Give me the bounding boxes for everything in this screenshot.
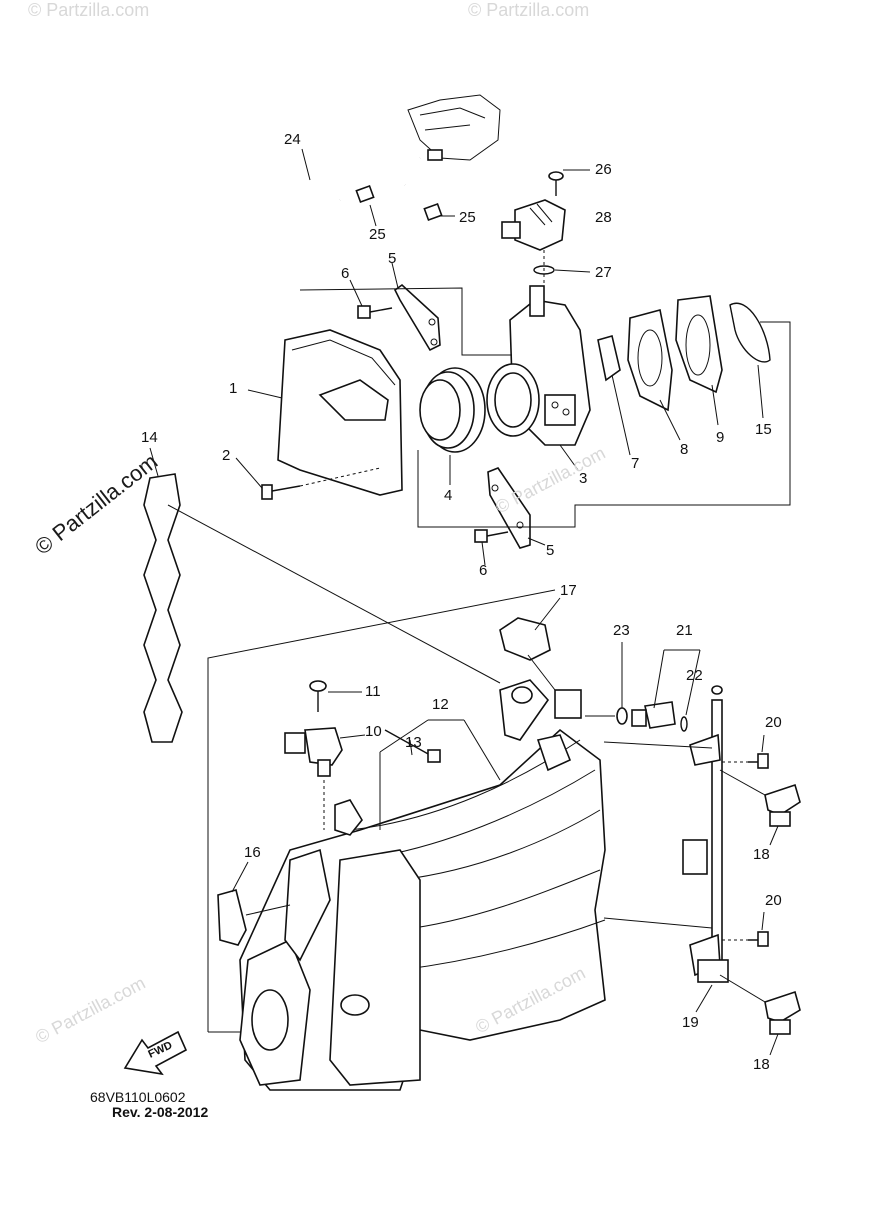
- gasket-16: [217, 861, 291, 946]
- callout-27: 27: [595, 264, 612, 281]
- callout-5-lower: 5: [546, 542, 555, 559]
- sensor-28: [501, 199, 566, 251]
- sensor-10: [284, 727, 366, 830]
- clips-18: [719, 769, 801, 1056]
- upper-assembly-frame: [299, 287, 791, 528]
- callout-2: 2: [222, 447, 231, 464]
- callout-19: 19: [682, 1014, 699, 1031]
- callout-20-lower: 20: [765, 892, 782, 909]
- gasket-14: [143, 447, 501, 743]
- screws-20: [722, 734, 769, 947]
- callout-20-upper: 20: [765, 714, 782, 731]
- drawing-code: 68VB110L0602: [90, 1089, 186, 1105]
- revision-date: Rev. 2-08-2012: [112, 1104, 209, 1120]
- gasket-8: [627, 309, 681, 441]
- coupling-4: [419, 367, 486, 485]
- callout-16: 16: [244, 844, 261, 861]
- screw-6-upper: [349, 279, 393, 319]
- hose-24: [286, 148, 433, 213]
- callout-23: 23: [613, 622, 630, 639]
- callout-3: 3: [579, 470, 588, 487]
- callout-13: 13: [405, 734, 422, 751]
- screw-2: [235, 457, 381, 500]
- callout-22: 22: [686, 667, 703, 684]
- callout-6-upper: 6: [341, 265, 350, 282]
- oring-15: [729, 302, 771, 419]
- callout-6-lower: 6: [479, 562, 488, 579]
- callout-10: 10: [365, 723, 382, 740]
- callout-18-upper: 18: [753, 846, 770, 863]
- callout-12: 12: [432, 696, 449, 713]
- callout-11: 11: [365, 683, 381, 700]
- callout-9: 9: [716, 429, 725, 446]
- part-23: [585, 642, 628, 725]
- screw-11: [309, 680, 362, 712]
- callout-17: 17: [560, 582, 577, 599]
- leader-12: [379, 719, 501, 830]
- fuel-rail-19: [603, 685, 729, 1013]
- watermark-faint-2: © Partzilla.com: [468, 0, 590, 20]
- callout-8: 8: [680, 441, 689, 458]
- engine-fragment: [407, 94, 501, 161]
- watermark-faint-1: © Partzilla.com: [28, 0, 150, 20]
- callout-26: 26: [595, 161, 612, 178]
- callout-14: 14: [141, 429, 158, 446]
- callout-4: 4: [444, 487, 453, 504]
- callout-28: 28: [595, 209, 612, 226]
- callout-18-lower: 18: [753, 1056, 770, 1073]
- clip-7: [597, 335, 631, 456]
- fwd-arrow-icon: [123, 1030, 188, 1076]
- callout-5-upper: 5: [388, 250, 397, 267]
- screw-6-lower: [474, 529, 509, 566]
- callout-1: 1: [229, 380, 238, 397]
- callout-21: 21: [676, 622, 693, 639]
- gasket-9: [675, 295, 723, 426]
- bracket-5-upper: [391, 262, 441, 352]
- callout-7: 7: [631, 455, 640, 472]
- silencer-1: [247, 329, 403, 496]
- callout-15: 15: [755, 421, 772, 438]
- callout-25-left: 25: [369, 226, 386, 243]
- intake-manifold: [239, 679, 606, 1091]
- bolt-13: [384, 729, 441, 763]
- clamps-25: [355, 184, 455, 227]
- oring-22: [680, 716, 688, 732]
- injector-21: [631, 649, 701, 729]
- clip-17: [499, 597, 561, 691]
- bracket-5-lower: [487, 467, 546, 549]
- screw-26: [548, 169, 590, 196]
- callout-24: 24: [284, 131, 301, 148]
- throttle-body-3: [486, 285, 591, 471]
- callout-25-right: 25: [459, 209, 476, 226]
